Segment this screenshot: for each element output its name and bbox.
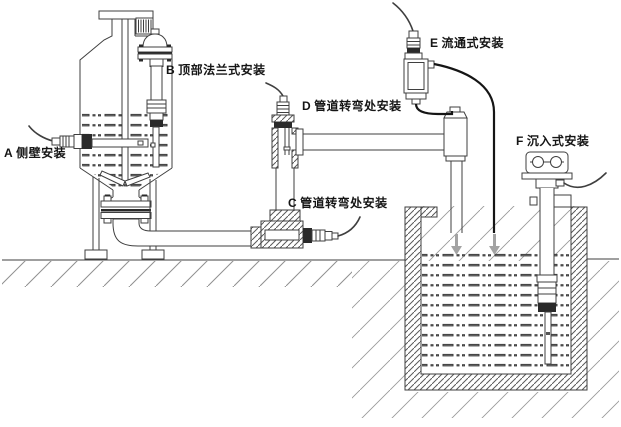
- sensor-a-cable: [28, 125, 54, 142]
- branch-pipe: [303, 133, 444, 151]
- sensor-e-cable: [392, 2, 414, 32]
- agitator: [99, 18, 151, 187]
- label-f-letter: F: [516, 134, 524, 148]
- label-b-letter: B: [166, 63, 176, 77]
- label-c-text: 管道转弯处安装: [300, 196, 388, 210]
- top-flange: [137, 46, 173, 53]
- label-e-text: 流通式安装: [441, 36, 505, 50]
- flow-arrow-left: [455, 234, 458, 247]
- sensor-f-cable: [563, 172, 607, 189]
- mount-bracket: [553, 194, 572, 208]
- drain-pipe: [112, 218, 252, 247]
- discharge-tee: [443, 106, 468, 233]
- sensor-f-submersion: [521, 151, 607, 365]
- tank-legs: [92, 177, 157, 250]
- label-d-text: 管道转弯处安装: [314, 99, 402, 113]
- riser-pipe: [275, 168, 295, 211]
- label-f-text: 沉入式安装: [526, 134, 590, 148]
- label-b-text: 顶部法兰式安装: [178, 63, 266, 77]
- sensor-b-top-flange: [137, 28, 173, 168]
- label-a-letter: A: [4, 146, 14, 160]
- sensor-e-flow-cell: [392, 2, 496, 233]
- label-c-letter: C: [288, 196, 298, 210]
- bottom-flange: [100, 200, 152, 208]
- outlet-tube: [433, 62, 496, 233]
- flow-arrows: [451, 234, 500, 255]
- label-e-letter: E: [430, 36, 439, 50]
- down-pipe: [450, 161, 463, 233]
- flow-arrow-right: [493, 234, 496, 247]
- sensor-a-side-wall: [28, 125, 149, 149]
- sensor-c-cable: [337, 216, 361, 237]
- sensor-d-pipe-bend: [265, 82, 444, 169]
- sensor-c-pipe-bend: [250, 209, 361, 249]
- tank: [79, 10, 173, 260]
- label-a-text: 侧壁安装: [16, 146, 67, 160]
- sensor-d-cable: [265, 82, 284, 97]
- label-d-letter: D: [302, 99, 312, 113]
- inlet-tube: [414, 103, 454, 116]
